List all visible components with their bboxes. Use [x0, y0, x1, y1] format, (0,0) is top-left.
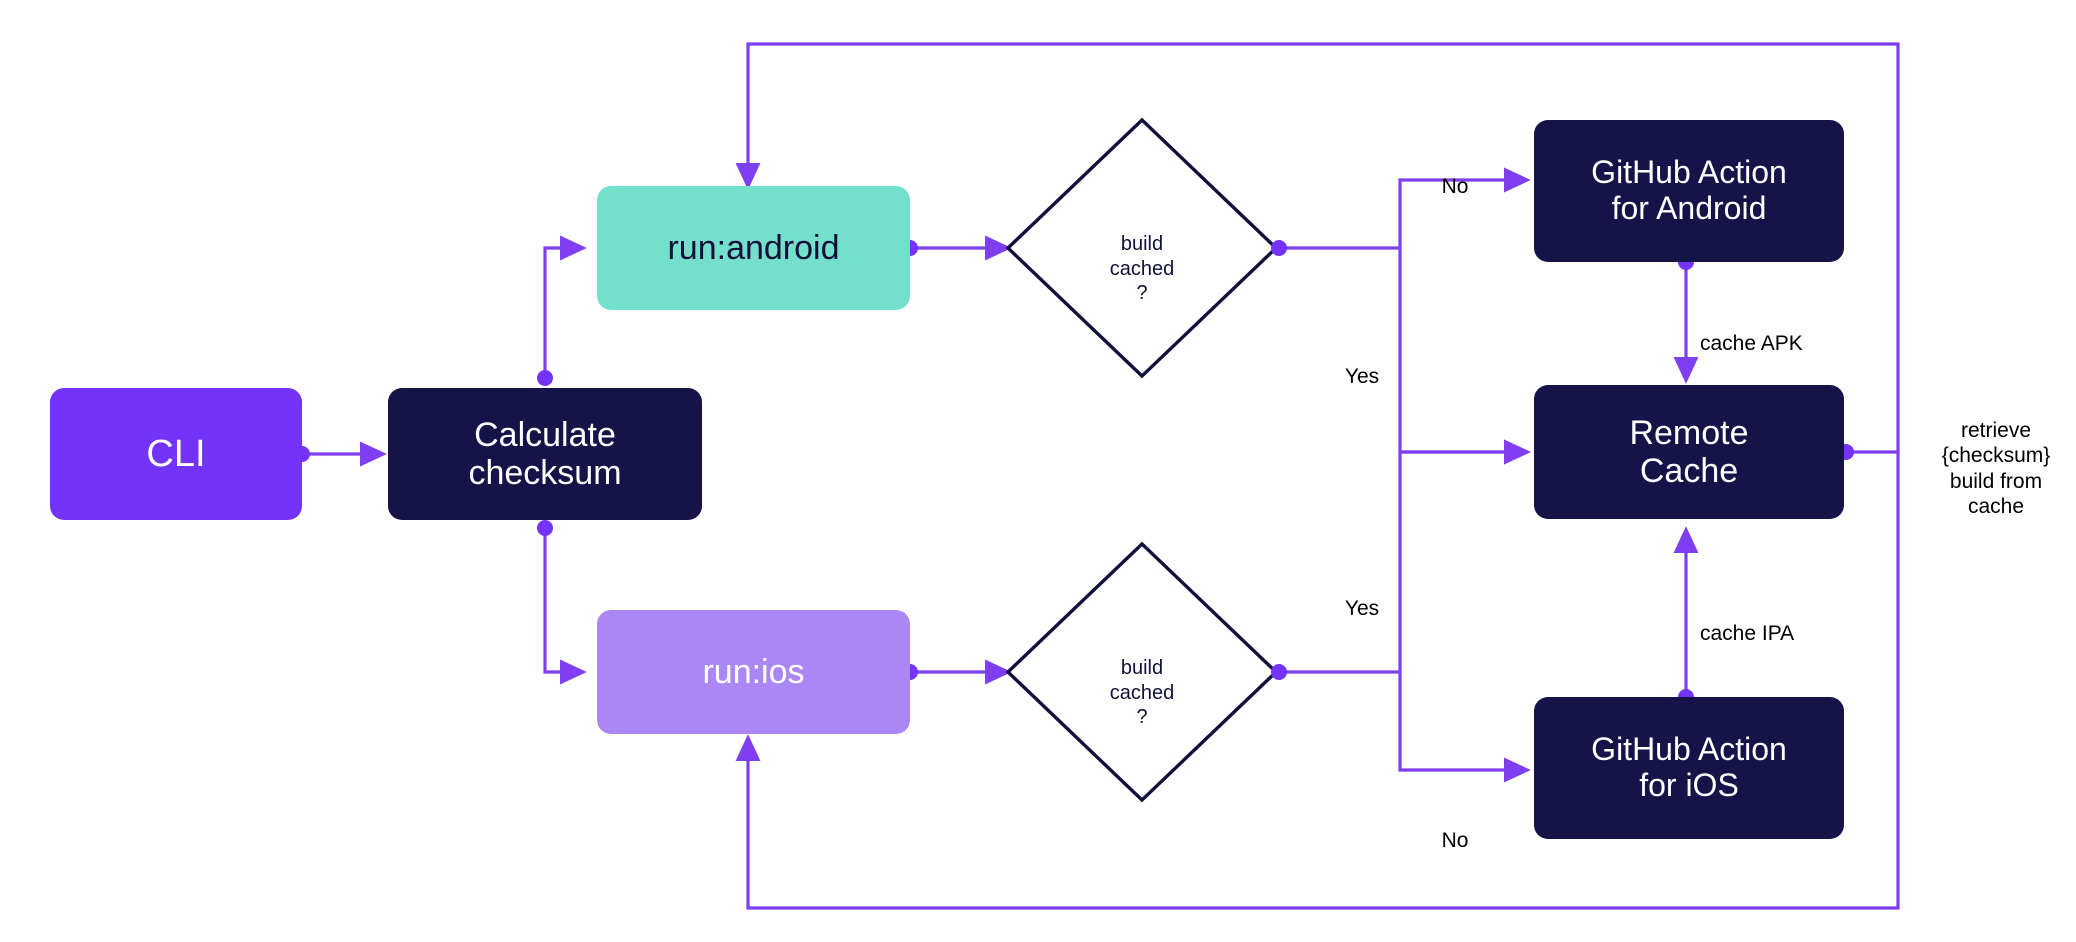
node-run-ios[interactable]: run:ios — [597, 610, 910, 734]
dot-decision-android-out — [1271, 240, 1287, 256]
decision-diamond-ios-label: build cached ? — [1062, 632, 1222, 730]
node-remote-cache[interactable]: Remote Cache — [1534, 385, 1844, 519]
dot-checksum-top — [537, 370, 553, 386]
edge-label-no-android: No — [1420, 148, 1490, 199]
node-github-action-ios-label: GitHub Action for iOS — [1591, 731, 1787, 803]
edge-bus-bottom-loop-to-run-ios — [735, 452, 1900, 910]
edge-label-yes-android: Yes — [1330, 338, 1394, 389]
node-cli[interactable]: CLI — [50, 388, 302, 520]
dot-checksum-bottom — [537, 520, 553, 536]
edge-label-yes-ios-text: Yes — [1344, 596, 1380, 620]
edge-checksum-to-run-ios — [543, 528, 587, 685]
edge-label-no-ios: No — [1420, 802, 1490, 853]
node-cli-label: CLI — [146, 432, 206, 475]
edge-ios-no-to-gh-ios — [1398, 672, 1531, 783]
edge-label-cache-apk-text: cache APK — [1700, 331, 1803, 355]
edge-ios-yes-to-remote-cache — [1398, 439, 1531, 672]
node-github-action-android-label: GitHub Action for Android — [1591, 154, 1787, 226]
node-remote-cache-label: Remote Cache — [1629, 413, 1749, 490]
decision-ios-text: build cached ? — [1109, 657, 1175, 729]
node-run-android[interactable]: run:android — [597, 186, 910, 310]
edge-checksum-to-run-android — [543, 235, 587, 378]
edge-android-yes-to-remote-cache — [1398, 248, 1531, 465]
node-run-android-label: run:android — [667, 228, 840, 267]
node-github-action-android[interactable]: GitHub Action for Android — [1534, 120, 1844, 262]
edge-label-cache-ipa-text: cache IPA — [1700, 621, 1795, 645]
edge-label-no-android-text: No — [1441, 174, 1469, 198]
edge-label-retrieve-cache: retrieve {checksum} build from cache — [1916, 392, 2076, 520]
edge-label-no-ios-text: No — [1441, 828, 1469, 852]
edge-label-yes-android-text: Yes — [1344, 364, 1380, 388]
node-calculate-checksum-label: Calculate checksum — [468, 415, 622, 492]
edge-label-cache-ipa: cache IPA — [1700, 595, 1870, 646]
edge-label-retrieve-cache-text: retrieve {checksum} build from cache — [1941, 418, 2051, 519]
node-github-action-ios[interactable]: GitHub Action for iOS — [1534, 697, 1844, 839]
node-run-ios-label: run:ios — [702, 652, 805, 691]
edge-label-yes-ios: Yes — [1330, 570, 1394, 621]
node-calculate-checksum[interactable]: Calculate checksum — [388, 388, 702, 520]
dot-decision-ios-out — [1271, 664, 1287, 680]
decision-diamond-android-label: build cached ? — [1062, 208, 1222, 306]
decision-android-text: build cached ? — [1109, 233, 1175, 305]
edge-label-cache-apk: cache APK — [1700, 305, 1870, 356]
